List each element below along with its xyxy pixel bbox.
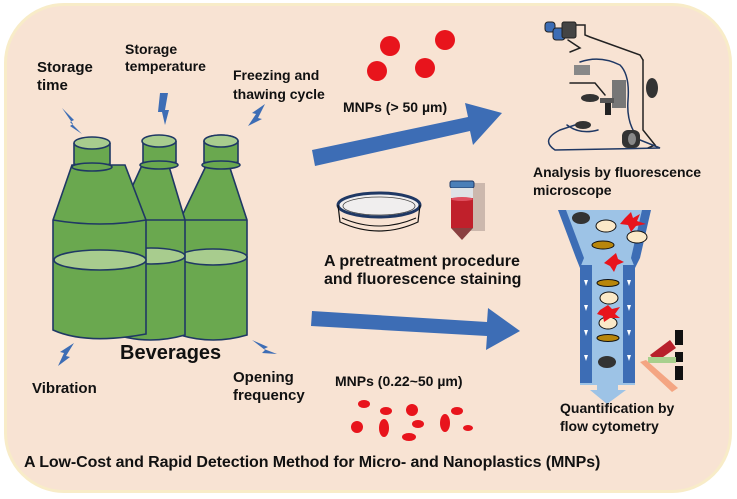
- lightning-opening-icon: [252, 340, 277, 354]
- arrow-to-flow-cytometry-icon: [311, 308, 520, 350]
- factor-opening-frequency-text: Opening frequency: [233, 369, 305, 404]
- lightning-storage-temp-icon: [158, 93, 169, 125]
- beverage-bottles: [52, 134, 248, 341]
- mnps-large-label: MNPs (> 50 µm): [343, 99, 448, 115]
- factor-vibration: Vibration: [32, 380, 97, 397]
- lightning-vibration-icon: [58, 343, 74, 366]
- arrow-to-microscope-icon: [312, 103, 502, 166]
- mnps-small-label: MNPs (0.22~50 µm): [335, 373, 463, 389]
- bottle-1: [52, 136, 147, 340]
- beverages-label: Beverages: [120, 342, 222, 364]
- particle: [380, 36, 400, 56]
- microscope-label-text: Analysis by fluorescence microscope: [533, 164, 702, 198]
- particle: [367, 61, 387, 81]
- lightning-storage-time-icon: [62, 108, 82, 134]
- factor-storage-temperature-text: Storage temperature: [125, 41, 206, 74]
- factor-storage-temperature: Storage temperature: [125, 41, 206, 75]
- flow-cytometer-icon: [558, 210, 683, 404]
- small-mnp-particles: [351, 400, 473, 441]
- sample-tube-icon: [449, 180, 485, 240]
- large-mnp-particles: [367, 30, 455, 81]
- factor-freezing-thawing-text: Freezing and thawing cycle: [233, 67, 325, 102]
- petri-dish-icon: [336, 191, 422, 232]
- factor-opening-frequency: Opening frequency: [233, 369, 305, 405]
- footer-title: A Low-Cost and Rapid Detection Method fo…: [24, 454, 601, 471]
- pretreatment-label-text: A pretreatment procedure and fluorescenc…: [324, 253, 522, 288]
- bottle-3: [178, 134, 248, 341]
- particle: [415, 58, 435, 78]
- microscope-label: Analysis by fluorescence microscope: [533, 163, 701, 199]
- factor-storage-time-text: Storage time: [37, 59, 93, 94]
- particle: [435, 30, 455, 50]
- flow-cytometry-label-text: Quantification by flow cytometry: [560, 400, 675, 434]
- lightning-freezing-icon: [248, 104, 265, 126]
- pretreatment-label: A pretreatment procedure and fluorescenc…: [324, 253, 521, 289]
- flow-cytometry-label: Quantification by flow cytometry: [560, 399, 674, 435]
- factor-storage-time: Storage time: [37, 59, 93, 95]
- microscope-icon: [544, 21, 661, 151]
- factor-freezing-thawing: Freezing and thawing cycle: [233, 66, 325, 104]
